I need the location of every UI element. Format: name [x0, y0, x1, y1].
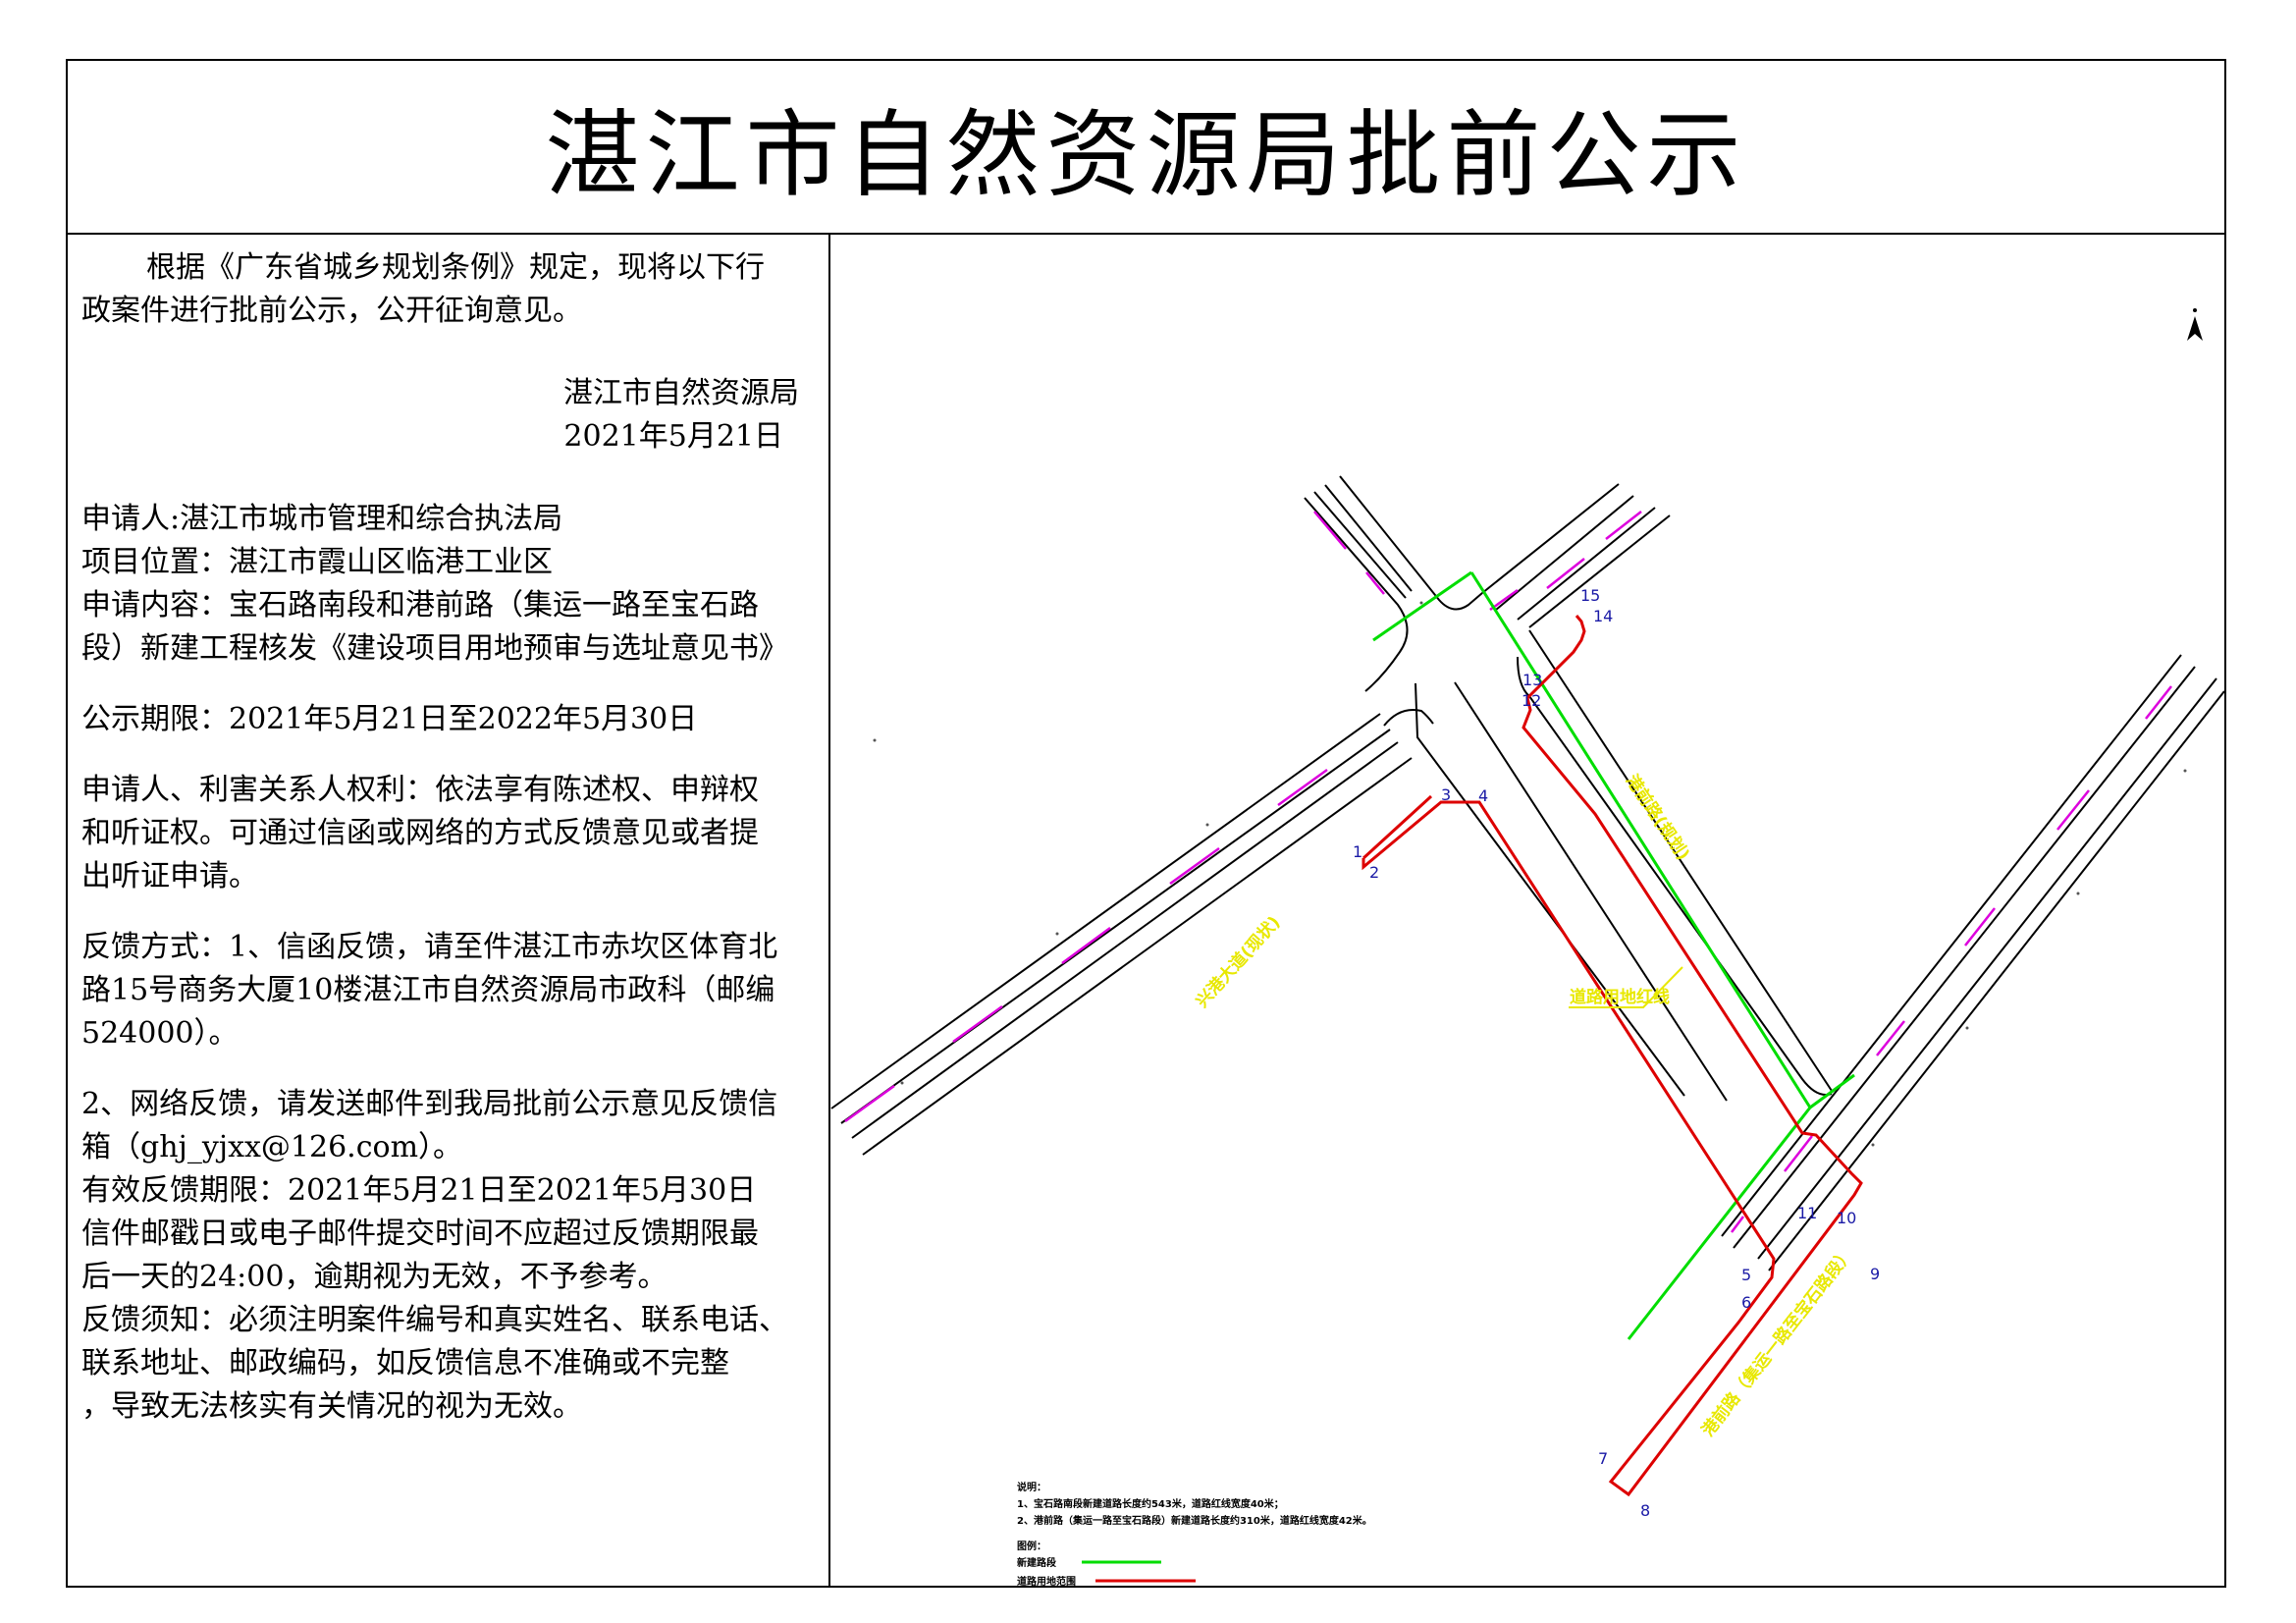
- notice-period: 公示期限：2021年5月21日至2022年5月30日: [81, 702, 698, 736]
- feedback-notice-line-1: 反馈须知：必须注明案件编号和真实姓名、联系电话、: [81, 1303, 788, 1337]
- middle-road: [1383, 629, 1833, 1102]
- feedback-valid-period: 有效反馈期限：2021年5月21日至2021年5月30日: [81, 1173, 757, 1208]
- red-land-line: [1362, 615, 1863, 1497]
- application-content-line-2: 段）新建工程核发《建设项目用地预审与选址意见书》: [81, 631, 788, 666]
- point-14: 14: [1593, 607, 1613, 625]
- svg-text:说明：: 说明：: [1017, 1481, 1046, 1493]
- point-labels: 1 2 3 4 5 6 7 8 9 10 11 12 13 14 15: [1353, 586, 1880, 1520]
- new-road-centerline: [1372, 570, 1855, 1340]
- north-arrow-icon: [2187, 308, 2203, 341]
- point-5: 5: [1741, 1266, 1751, 1284]
- feedback-mail-line-3: 524000）。: [81, 1016, 239, 1051]
- rights-line-2: 和听证权。可通过信函或网络的方式反馈意见或者提: [81, 816, 759, 850]
- red-line-callout: 道路用地红线: [1569, 966, 1683, 1008]
- applicant: 申请人:湛江市城市管理和综合执法局: [81, 502, 563, 536]
- title-bar: 湛江市自然资源局批前公示: [68, 61, 2224, 235]
- feedback-mail-line-1: 反馈方式：1、信函反馈，请至件湛江市赤坎区体育北: [81, 930, 778, 964]
- intro-line-1: 根据《广东省城乡规划条例》规定，现将以下行: [146, 250, 765, 285]
- point-10: 10: [1837, 1209, 1856, 1227]
- point-2: 2: [1369, 863, 1379, 882]
- northwest-road: [1304, 475, 1483, 692]
- svg-text:图例：: 图例：: [1017, 1540, 1046, 1552]
- notice-text-column: 根据《广东省城乡规划条例》规定，现将以下行 政案件进行批前公示，公开征询意见。 …: [68, 235, 830, 1588]
- point-13: 13: [1522, 671, 1542, 689]
- point-3: 3: [1441, 785, 1451, 804]
- notice-frame: 湛江市自然资源局批前公示 根据《广东省城乡规划条例》规定，现将以下行 政案件进行…: [66, 59, 2226, 1588]
- map-notes: 说明： 1、宝石路南段新建道路长度约543米，道路红线宽度40米； 2、港前路（…: [1017, 1481, 1372, 1527]
- west-road-label: 兴港大道(现状): [1192, 912, 1284, 1011]
- point-6: 6: [1741, 1293, 1751, 1312]
- intro-line-2: 政案件进行批前公示，公开征询意见。: [81, 294, 582, 328]
- project-location: 项目位置：湛江市霞山区临港工业区: [81, 545, 553, 579]
- northeast-road: [1481, 483, 1671, 628]
- point-11: 11: [1797, 1204, 1817, 1222]
- feedback-web-line-1: 2、网络反馈，请发送邮件到我局批前公示意见反馈信: [81, 1087, 778, 1121]
- lane-markings: [844, 511, 2172, 1233]
- svg-text:道路用地红线: 道路用地红线: [1570, 987, 1670, 1007]
- southeast-road: [1721, 654, 2225, 1271]
- site-plan-drawing: 1 2 3 4 5 6 7 8 9 10 11 12 13 14 15 兴港大道…: [830, 308, 2225, 1588]
- west-road: [830, 713, 1413, 1156]
- reference-dots: [873, 601, 2187, 1147]
- svg-text:1、宝石路南段新建道路长度约543米，道路红线宽度40米；: 1、宝石路南段新建道路长度约543米，道路红线宽度40米；: [1017, 1497, 1284, 1510]
- point-7: 7: [1598, 1449, 1608, 1468]
- feedback-deadline-line-1: 信件邮戳日或电子邮件提交时间不应超过反馈期限最: [81, 1217, 759, 1251]
- point-8: 8: [1640, 1501, 1650, 1520]
- feedback-mail-line-2: 路15号商务大厦10楼湛江市自然资源局市政科（邮编: [81, 973, 775, 1007]
- rights-line-3: 出听证申请。: [81, 859, 258, 893]
- feedback-web-line-2: 箱（ghj_yjxx@126.com）。: [81, 1130, 463, 1164]
- issuer-date: 2021年5月21日: [563, 419, 783, 454]
- svg-text:2、港前路（集运一路至宝石路段）新建道路长度约310米，道路: 2、港前路（集运一路至宝石路段）新建道路长度约310米，道路红线宽度42米。: [1017, 1514, 1372, 1527]
- point-12: 12: [1522, 691, 1541, 710]
- site-plan-map: 1 2 3 4 5 6 7 8 9 10 11 12 13 14 15 兴港大道…: [830, 235, 2226, 1588]
- feedback-deadline-line-2: 后一天的24:00，逾期视为无效，不予参考。: [81, 1260, 667, 1294]
- middle-road-label: 港前路(规划): [1622, 771, 1694, 864]
- point-9: 9: [1870, 1265, 1880, 1283]
- legend-land-range-label: 道路用地范围: [1017, 1575, 1076, 1588]
- point-1: 1: [1353, 842, 1362, 861]
- point-15: 15: [1580, 586, 1600, 605]
- feedback-notice-line-2: 联系地址、邮政编码，如反馈信息不准确或不完整: [81, 1346, 729, 1380]
- application-content-line-1: 申请内容：宝石路南段和港前路（集运一路至宝石路: [81, 588, 759, 622]
- legend-new-road-label: 新建路段: [1017, 1556, 1056, 1569]
- point-4: 4: [1478, 786, 1488, 805]
- map-legend: 图例： 新建路段 道路用地范围: [1017, 1540, 1196, 1588]
- rights-line-1: 申请人、利害关系人权利：依法享有陈述权、申辩权: [81, 773, 759, 807]
- page-title: 湛江市自然资源局批前公示: [545, 100, 1747, 210]
- issuer-name: 湛江市自然资源局: [563, 376, 799, 410]
- feedback-notice-line-3: ，导致无法核实有关情况的视为无效。: [81, 1389, 582, 1424]
